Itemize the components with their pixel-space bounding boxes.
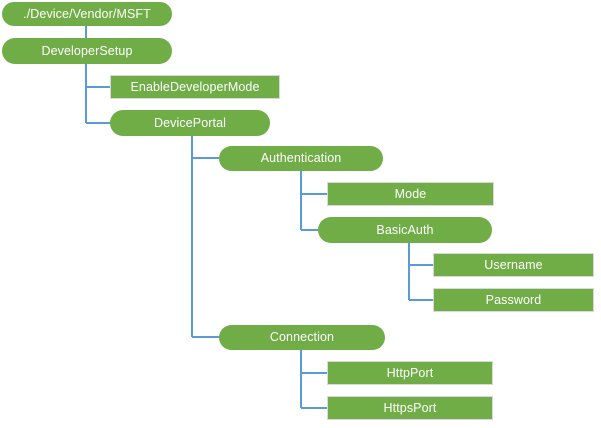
node-mode[interactable]: Mode [327,182,494,206]
node-basic-auth[interactable]: BasicAuth [318,217,492,243]
node-https-port[interactable]: HttpsPort [327,396,493,420]
node-username-label: Username [484,257,543,272]
node-developer-setup-label: DeveloperSetup [41,43,133,58]
node-root-label: ./Device/Vendor/MSFT [23,6,151,21]
node-mode-label: Mode [394,186,427,201]
node-https-port-label: HttpsPort [383,400,437,415]
node-authentication-label: Authentication [260,151,342,166]
node-enable-developer-mode-label: EnableDeveloperMode [130,79,260,94]
node-device-portal[interactable]: DevicePortal [110,110,270,136]
node-basic-auth-label: BasicAuth [376,222,434,237]
node-username[interactable]: Username [433,253,594,277]
node-authentication[interactable]: Authentication [219,146,383,171]
node-http-port[interactable]: HttpPort [327,361,493,385]
node-password-label: Password [485,292,542,307]
node-enable-developer-mode[interactable]: EnableDeveloperMode [110,75,280,99]
node-developer-setup[interactable]: DeveloperSetup [2,38,172,64]
node-device-portal-label: DevicePortal [153,115,227,130]
node-connection[interactable]: Connection [219,325,385,350]
node-root[interactable]: ./Device/Vendor/MSFT [2,2,172,26]
node-password[interactable]: Password [433,288,594,312]
node-http-port-label: HttpPort [386,365,434,380]
node-connection-label: Connection [269,330,335,345]
